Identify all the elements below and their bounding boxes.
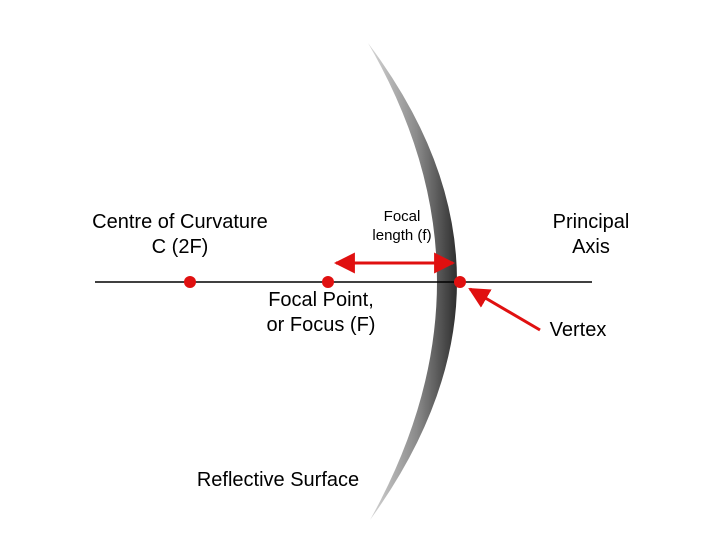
vertex-pointer-arrow [468,287,541,332]
centre-label-line2: C (2F) [151,236,209,258]
vertex-point [454,276,466,288]
focal-length-line2: length (f) [372,226,432,244]
focal-point-label: Focal Point, or Focus (F) [240,288,402,338]
centre-label-line1: Centre of Curvature [92,211,268,233]
mirror-reflective-surface [368,43,458,520]
vertex-label: Vertex [549,319,607,341]
centre-of-curvature-label: Centre of Curvature C (2F) [58,210,302,260]
focal-point-line1: Focal Point, [268,289,374,311]
reflective-surface-label: Reflective Surface [196,469,360,491]
focal-point [322,276,334,288]
centre-of-curvature-point [184,276,196,288]
focal-length-line1: Focal [383,208,421,225]
principal-line1: Principal [552,211,630,233]
principal-line2: Axis [572,236,610,258]
focal-length-label: Focal length (f) [350,208,454,246]
principal-axis-label: Principal Axis [528,210,654,260]
focal-point-line2: or Focus (F) [266,314,376,336]
